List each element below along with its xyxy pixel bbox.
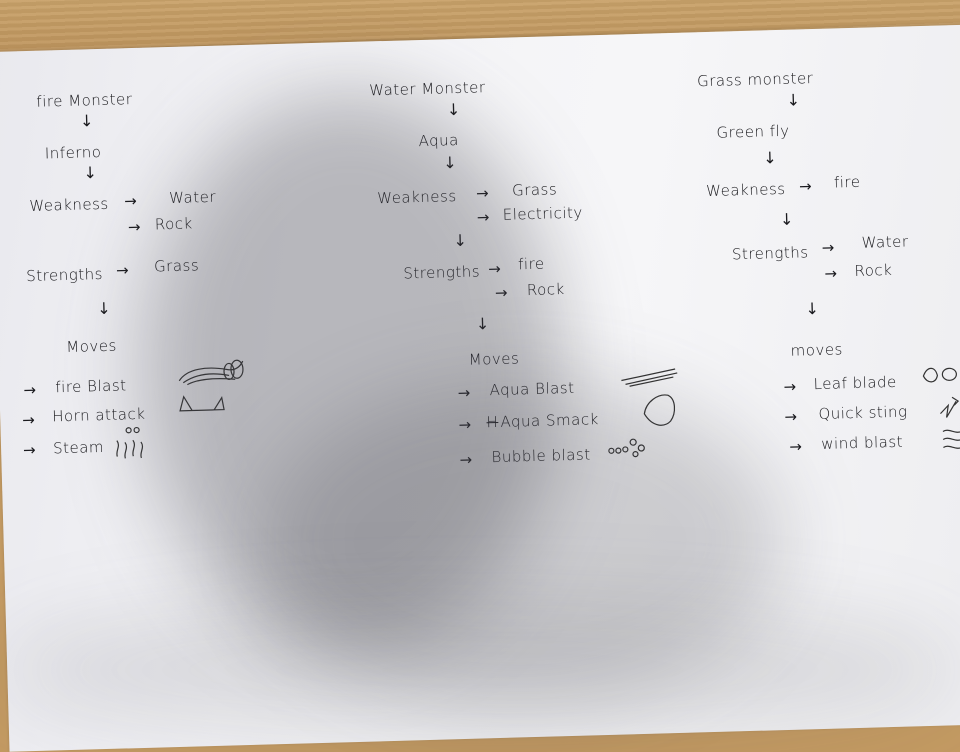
grass-monster-column: Grass monster ↓ Green fly ↓ Weakness → f… (0, 24, 960, 456)
leaf-blade-sketch-icon (922, 367, 957, 383)
water-weakness-item: Grass (511, 180, 558, 200)
fire-monster-title: fire Monster (36, 90, 133, 111)
right-arrow-icon: → (824, 264, 838, 283)
right-arrow-icon: → (488, 259, 502, 279)
water-strength-item: fire (517, 254, 545, 274)
right-arrow-icon: → (476, 208, 490, 227)
right-arrow-icon: → (23, 380, 37, 400)
right-arrow-icon: → (784, 407, 798, 426)
right-arrow-icon: → (123, 191, 138, 211)
right-arrow-icon: → (475, 184, 489, 203)
wind-sketch-icon (942, 429, 960, 449)
right-arrow-icon: → (22, 410, 36, 430)
water-move-item: Aqua Smack (500, 410, 599, 431)
fire-move-item: Steam (52, 437, 105, 458)
fire-weakness-item: Rock (154, 214, 193, 234)
down-arrow-icon: ↓ (762, 148, 777, 168)
right-arrow-icon: → (494, 283, 508, 302)
fire-strengths-label: Strengths (26, 264, 104, 286)
down-arrow-icon: ↓ (446, 99, 461, 120)
right-arrow-icon: → (798, 177, 812, 196)
right-arrow-icon: → (459, 450, 473, 470)
water-monster-title: Water Monster (368, 78, 486, 100)
fire-weakness-item: Water (168, 187, 217, 208)
right-arrow-icon: → (22, 440, 36, 460)
grass-weakness-item: fire (833, 172, 861, 192)
grass-monster-name: Green fly (716, 121, 790, 142)
down-arrow-icon: ↓ (453, 230, 468, 251)
grass-strength-item: Rock (854, 260, 893, 280)
sting-sketch-icon (940, 396, 960, 418)
down-arrow-icon: ↓ (786, 90, 801, 110)
fire-blast-scribble-icon (178, 359, 244, 386)
water-monster-name: Aqua (418, 130, 460, 151)
right-arrow-icon: → (458, 415, 472, 435)
grass-strength-item: Water (861, 232, 909, 252)
water-move-item: Bubble blast (491, 445, 591, 467)
fire-move-item: Horn attack (51, 404, 146, 426)
water-move-item: Aqua Blast (489, 378, 575, 400)
aqua-blast-lines-icon (621, 368, 678, 387)
steam-sketch-icon (116, 426, 144, 459)
down-arrow-icon: ↓ (96, 298, 111, 319)
water-crossed-out-mark: H (486, 412, 499, 432)
paper-sheet: fire Monster ↓ Inferno ↓ Weakness → Wate… (0, 24, 960, 752)
aqua-smack-shape-icon (643, 394, 676, 426)
water-weakness-item: Electricity (502, 203, 583, 224)
grass-move-item: Quick sting (818, 402, 908, 424)
down-arrow-icon: ↓ (805, 298, 820, 319)
right-arrow-icon: → (783, 377, 797, 396)
right-arrow-icon: → (127, 217, 141, 237)
right-arrow-icon: → (115, 261, 129, 280)
right-arrow-icon: → (457, 383, 471, 403)
grass-weakness-label: Weakness (705, 179, 786, 201)
down-arrow-icon: ↓ (779, 209, 794, 230)
grass-move-item: wind blast (821, 432, 904, 453)
bubbles-icon (608, 438, 645, 458)
fire-moves-label: Moves (66, 336, 118, 356)
fire-weakness-label: Weakness (29, 194, 109, 215)
down-arrow-icon: ↓ (79, 111, 94, 131)
down-arrow-icon: ↓ (443, 153, 457, 173)
fire-monster-name: Inferno (44, 142, 102, 163)
right-arrow-icon: → (789, 437, 803, 456)
grass-monster-title: Grass monster (696, 69, 814, 91)
water-monster-column: Water Monster ↓ Aqua ↓ Weakness → Grass … (0, 24, 960, 469)
horn-sketch-icon (179, 395, 225, 412)
grass-strengths-label: Strengths (731, 243, 809, 264)
fire-monster-column: fire Monster ↓ Inferno ↓ Weakness → Wate… (0, 24, 960, 459)
water-moves-label: Moves (468, 349, 520, 369)
water-weakness-label: Weakness (376, 187, 457, 208)
fire-move-item: fire Blast (55, 376, 127, 397)
right-arrow-icon: → (821, 238, 835, 257)
grass-moves-label: moves (790, 340, 844, 360)
water-strengths-label: Strengths (403, 262, 481, 283)
grass-move-item: Leaf blade (813, 372, 898, 394)
water-strength-item: Rock (526, 280, 565, 300)
down-arrow-icon: ↓ (475, 314, 490, 334)
down-arrow-icon: ↓ (83, 163, 98, 183)
fire-strength-item: Grass (153, 256, 200, 276)
